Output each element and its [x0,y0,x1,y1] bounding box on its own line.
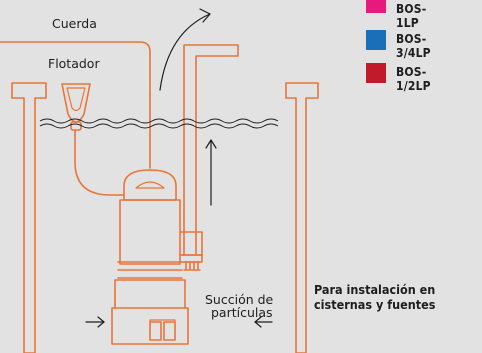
installation-note-line2: cisternas y fuentes [314,297,436,312]
tank-wall-right [285,82,319,353]
legend-swatch [366,30,386,50]
pump-motor [119,199,181,265]
float-switch-clamp [70,121,82,131]
pump-handle-grip [135,181,165,189]
rope [0,41,151,96]
float-cable [74,129,125,196]
outflow-arrow [159,13,211,91]
discharge-pipe-outer [183,44,239,256]
float-label: Flotador [48,56,100,71]
strainer-window-1 [149,321,162,341]
float-switch [61,83,91,123]
legend-label: BOS-1LP [396,2,427,30]
suction-label-line2: partículas [211,305,273,320]
strainer-window-2 [163,321,176,341]
rope-label: Cuerda [52,16,97,31]
legend-swatch [366,0,386,13]
discharge-pipe-inner [195,55,239,256]
installation-note: Para instalación en cisternas y fuentes [314,282,464,312]
pump-lower-body [114,279,186,309]
installation-note-line1: Para instalación en [314,282,436,297]
pump-handle [123,169,177,201]
float-switch-inner [66,87,86,112]
tank-wall-left [11,82,47,353]
legend-swatch [366,63,386,83]
pump-base [111,307,189,345]
legend-label: BOS-3/4LP [396,32,431,60]
suction-label-line1: Succión de [205,292,274,307]
legend-label: BOS-1/2LP [396,65,431,93]
water-wave-icon [39,118,279,129]
